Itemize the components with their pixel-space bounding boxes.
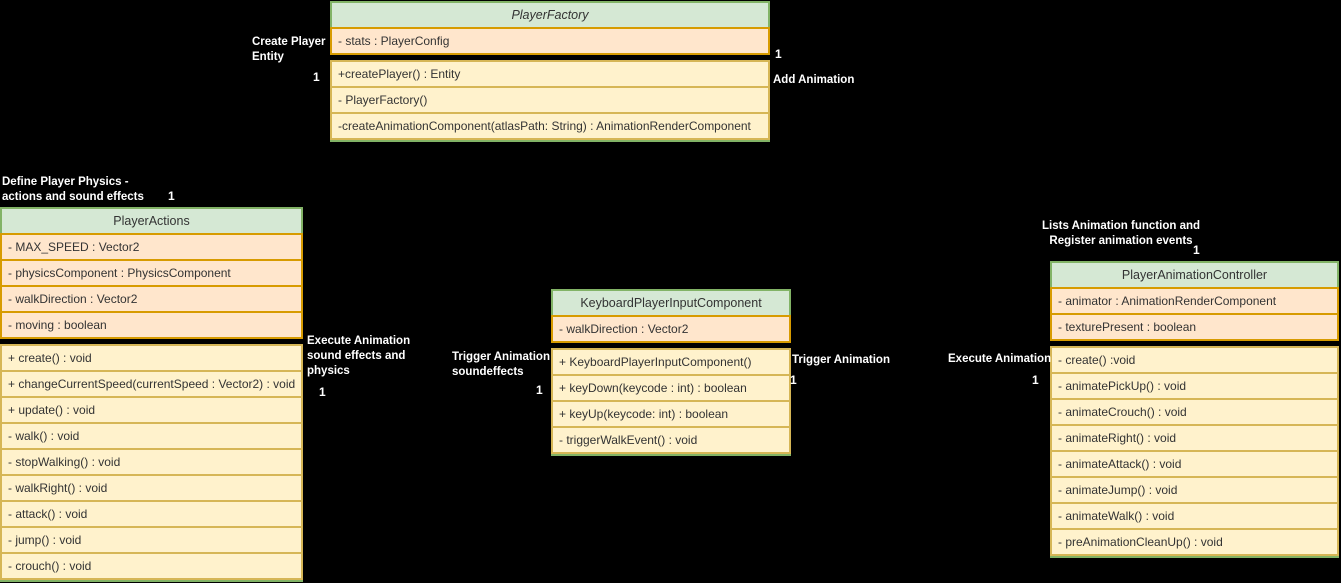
class-method-row: + changeCurrentSpeed(currentSpeed : Vect… (0, 370, 303, 398)
class-node-player-actions[interactable]: PlayerActions- MAX_SPEED : Vector2- phys… (0, 207, 303, 582)
class-method-row: - preAnimationCleanUp() : void (1050, 528, 1339, 556)
class-method-row: - jump() : void (0, 526, 303, 554)
multiplicity-mult-factory-right: 1 (775, 47, 782, 61)
multiplicity-mult-keyboard-left: 1 (536, 383, 543, 397)
class-method-row: + keyDown(keycode : int) : boolean (551, 374, 791, 402)
edge-label-trigger-animation-soundeffects: Trigger Animation soundeffects (452, 351, 550, 378)
class-method-row: - crouch() : void (0, 552, 303, 580)
multiplicity-mult-controller-left: 1 (1032, 373, 1039, 387)
class-method-row: - animateCrouch() : void (1050, 398, 1339, 426)
multiplicity-mult-keyboard-right: 1 (790, 373, 797, 387)
class-node-player-animation-controller[interactable]: PlayerAnimationController- animator : An… (1050, 261, 1339, 558)
edge-label-trigger-animation: Trigger Animation (792, 354, 890, 366)
class-method-row: + keyUp(keycode: int) : boolean (551, 400, 791, 428)
class-attribute-row: - moving : boolean (0, 311, 303, 339)
class-node-player-factory[interactable]: PlayerFactory- stats : PlayerConfig +crea… (330, 1, 770, 142)
class-method-row: +createPlayer() : Entity (330, 60, 770, 88)
class-method-row: - triggerWalkEvent() : void (551, 426, 791, 454)
class-method-row: + update() : void (0, 396, 303, 424)
class-method-row: - animateAttack() : void (1050, 450, 1339, 478)
class-attribute-row: - stats : PlayerConfig (330, 27, 770, 55)
class-method-row: - stopWalking() : void (0, 448, 303, 476)
edge-label-execute-animation: Execute Animation (948, 353, 1052, 365)
edge-label-create-player-entity: Create Player Entity (252, 36, 326, 63)
class-title: PlayerActions (0, 207, 303, 235)
class-method-row: + create() : void (0, 344, 303, 372)
multiplicity-mult-actions-top: 1 (168, 189, 175, 203)
class-method-row: + KeyboardPlayerInputComponent() (551, 348, 791, 376)
edge-label-define-player-physics: Define Player Physics - actions and soun… (2, 176, 144, 203)
class-attribute-row: - walkDirection : Vector2 (0, 285, 303, 313)
edge-label-lists-animation-function: Lists Animation function and Register an… (1042, 220, 1201, 247)
class-title: KeyboardPlayerInputComponent (551, 289, 791, 317)
multiplicity-mult-controller-top: 1 (1193, 243, 1200, 257)
class-attribute-row: - walkDirection : Vector2 (551, 315, 791, 343)
class-method-row: -createAnimationComponent(atlasPath: Str… (330, 112, 770, 140)
class-node-keyboard-player-input-component[interactable]: KeyboardPlayerInputComponent- walkDirect… (551, 289, 791, 456)
class-attribute-row: - MAX_SPEED : Vector2 (0, 233, 303, 261)
class-method-row: - create() :void (1050, 346, 1339, 374)
class-method-row: - animateRight() : void (1050, 424, 1339, 452)
edge-label-execute-animation-sound-effects: Execute Animation sound effects and phys… (307, 335, 411, 377)
class-method-row: - attack() : void (0, 500, 303, 528)
class-method-row: - PlayerFactory() (330, 86, 770, 114)
class-method-row: - walkRight() : void (0, 474, 303, 502)
class-method-row: - animatePickUp() : void (1050, 372, 1339, 400)
class-title: PlayerFactory (330, 1, 770, 29)
edge-label-add-animation: Add Animation (773, 74, 855, 86)
class-attribute-row: - texturePresent : boolean (1050, 313, 1339, 341)
class-method-row: - animateWalk() : void (1050, 502, 1339, 530)
class-title: PlayerAnimationController (1050, 261, 1339, 289)
class-attribute-row: - animator : AnimationRenderComponent (1050, 287, 1339, 315)
multiplicity-mult-actions-right: 1 (319, 385, 326, 399)
class-method-row: - walk() : void (0, 422, 303, 450)
multiplicity-mult-factory-left: 1 (313, 70, 320, 84)
class-attribute-row: - physicsComponent : PhysicsComponent (0, 259, 303, 287)
class-method-row: - animateJump() : void (1050, 476, 1339, 504)
